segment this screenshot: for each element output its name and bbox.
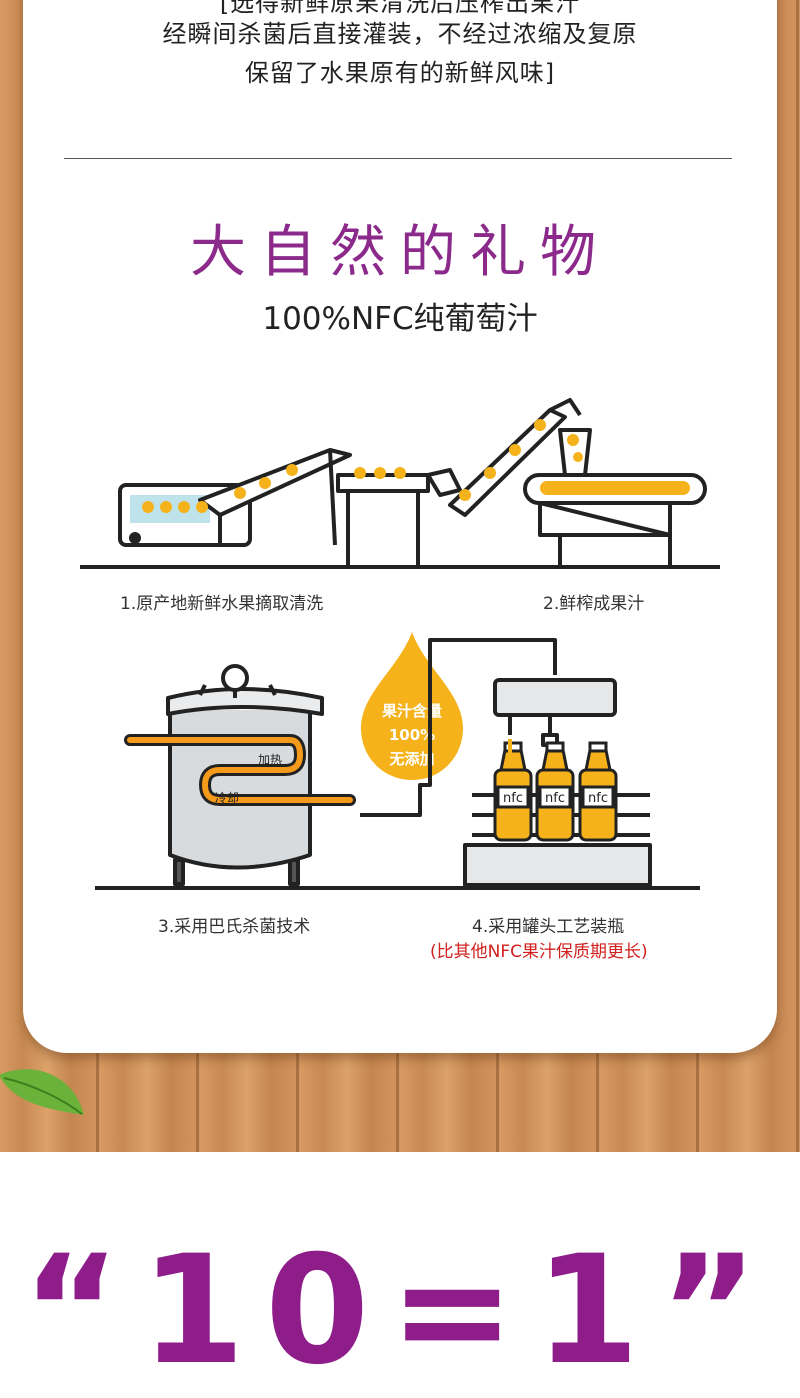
cool-label: 冷却 — [215, 791, 239, 805]
step-3-label: 3.采用巴氏杀菌技术 — [158, 917, 311, 937]
bottle-label-3: nfc — [588, 791, 608, 806]
juice-drop-badge: 果汁含量 100% 无添加 — [361, 632, 463, 780]
step-1-label: 1.原产地新鲜水果摘取清洗 — [120, 594, 324, 614]
heat-label: 加热 — [258, 753, 282, 767]
intro-line-1: 经瞬间杀菌后直接灌装，不经过浓缩及复原 — [162, 20, 638, 48]
intro-line-0: [选得新鲜原果清洗后压榨出果汁 — [219, 0, 581, 17]
pasteurization-tank: 加热 冷却 — [124, 664, 356, 886]
leaf-icon — [0, 1069, 84, 1115]
divider — [64, 158, 732, 159]
drop-line-1: 果汁含量 — [381, 702, 442, 720]
baseline-divider — [95, 886, 700, 890]
intro-line-2: 保留了水果原有的新鲜风味] — [244, 59, 556, 87]
bottle-label-2: nfc — [545, 791, 565, 806]
step-2-label: 2.鲜榨成果汁 — [543, 594, 645, 614]
bottle-label-1: nfc — [503, 791, 523, 806]
drop-line-3: 无添加 — [388, 750, 434, 768]
section-subtitle: 100%NFC纯葡萄汁 — [262, 301, 538, 337]
section-title: 大自然的礼物 — [190, 220, 610, 285]
washing-pressing-illustration — [80, 398, 720, 569]
step-4-note: (比其他NFC果汁保质期更长) — [430, 942, 648, 962]
bottling-illustration: nfc nfc nfc — [360, 638, 652, 887]
drop-line-2: 100% — [389, 726, 435, 744]
banner-ratio: “10=1” — [22, 1224, 778, 1398]
step-4-label: 4.采用罐头工艺装瓶 — [472, 917, 625, 937]
